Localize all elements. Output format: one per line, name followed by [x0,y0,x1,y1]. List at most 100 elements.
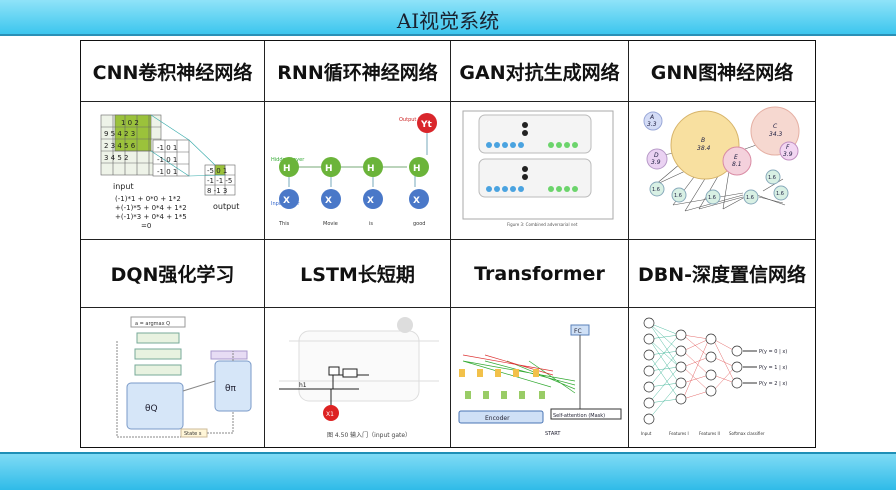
transformer-start-label: START [545,431,561,437]
dbn-layer-label: Features II [699,431,720,436]
svg-text:H: H [367,164,375,174]
svg-text:-1 0 1: -1 0 1 [157,168,177,176]
svg-text:3 4 5 2: 3 4 5 2 [104,154,129,162]
gnn-node-a-value: 3.3 [647,121,657,128]
dqn-actor-label: θπ [225,384,237,394]
svg-text:8 -1 3: 8 -1 3 [207,187,227,195]
grid-divider [81,239,815,240]
gnn-node-e-name: E [734,154,738,161]
svg-text:X: X [283,196,290,206]
gnn-node-c-name: C [773,123,778,130]
lstm-title: LSTM长短期 [265,240,450,307]
grid-divider [264,41,265,447]
rnn-word: Movie [323,221,338,227]
dqn-diagram: a = argmax Q θQ θπ State s [85,311,260,445]
svg-text:1 0 2: 1 0 2 [121,119,139,127]
lstm-diagram: h1 X1 图 4.50 输入门（input gate） [269,311,446,445]
svg-text:H: H [413,164,421,174]
transformer-fc-label: FC [574,328,582,335]
cnn-formula-line: +(-1)*5 + 0*4 + 1*2 [115,204,187,212]
svg-text:h1: h1 [299,382,307,389]
svg-text:-1 0 1: -1 0 1 [157,144,177,152]
gnn-title: GNN图神经网络 [629,41,815,101]
gnn-small-node-value: 1.6 [708,195,716,201]
cnn-diagram: 1 0 2 9 5 4 2 3 2 3 4 5 6 3 4 5 2 -1 0 1 -1… [85,105,260,233]
dbn-layer-label: Input [641,431,652,436]
grid-divider [81,101,815,102]
transformer-self-attention-label: Self-attention (Mask) [553,413,605,419]
dbn-title: DBN-深度置信网络 [629,240,815,307]
dbn-layer-label: Features I [669,431,689,436]
svg-text:X: X [367,196,374,206]
svg-text:-1 0 1: -1 0 1 [157,156,177,164]
gnn-node-d-name: D [654,152,659,159]
rnn-word: is [369,221,373,227]
cnn-title: CNN卷积神经网络 [81,41,264,101]
dqn-model-label: θQ [145,404,158,414]
svg-text:9 5 4 2 3: 9 5 4 2 3 [104,130,135,138]
rnn-output-layer-label: Output Layer [399,117,433,123]
dbn-output-label: P(y = 0 | x) [759,349,787,355]
footer-bar [0,452,896,490]
svg-text:X: X [413,196,420,206]
svg-text:H: H [283,164,291,174]
rnn-word: This [278,221,290,227]
cnn-formula-line: (-1)*1 + 0*0 + 1*2 [115,195,181,203]
grid-divider [81,307,815,308]
gnn-node-b-value: 38.4 [697,145,711,152]
gnn-node-c-value: 34.3 [769,131,783,138]
dqn-card: DQN强化学习 a = argmax Q θQ θπ State s [81,240,264,447]
transformer-card: Transformer FC Encoder Self-attention (M… [451,240,628,447]
dqn-action-label: a = argmax Q [135,321,170,327]
cnn-input-label: input [113,182,134,191]
grid-divider [450,41,451,447]
rnn-diagram: Output Layer Yt Hidden Layer Input Layer [269,105,446,233]
gnn-node-a-name: A [649,114,654,121]
transformer-encoder-label: Encoder [485,415,510,422]
lstm-caption: 图 4.50 输入门（input gate） [327,431,411,439]
dbn-diagram: P(y = 0 | x) P(y = 1 | x) P(y = 2 | x) I… [633,311,811,445]
gnn-small-node-value: 1.6 [652,187,660,193]
gan-card: GAN对抗生成网络 Figure 3: Combined adversarial… [451,41,628,239]
gnn-node-e-value: 8.1 [732,161,742,168]
dqn-state-label: State s [184,431,202,437]
gnn-small-node-value: 1.6 [776,191,784,197]
gnn-node-d-value: 3.9 [651,159,661,166]
gnn-small-node-value: 1.6 [674,193,682,199]
transformer-diagram: FC Encoder Self-attention (Mask) START [455,311,624,445]
page-title: AI视觉系统 [396,9,500,33]
dbn-output-label: P(y = 2 | x) [759,381,787,387]
grid-divider [628,41,629,447]
title-bar: AI视觉系统 [0,0,896,36]
cnn-formula-line: =0 [141,222,151,230]
svg-text:-5 0 1: -5 0 1 [207,167,227,175]
gnn-node-b-name: B [701,137,705,144]
dbn-layer-label: Softmax classifier [729,431,765,436]
cnn-output-label: output [213,202,239,211]
gan-caption: Figure 3: Combined adversarial net [507,222,578,227]
gnn-node-f-value: 3.9 [783,151,793,158]
dbn-card: DBN-深度置信网络 P(y = 0 | x) P(y = 1 [629,240,815,447]
rnn-word: good [413,221,425,227]
svg-text:2 3 4 5 6: 2 3 4 5 6 [104,142,136,150]
svg-text:X1: X1 [326,411,334,418]
svg-text:X: X [325,196,332,206]
gan-diagram: Figure 3: Combined adversarial net [455,105,624,233]
gnn-small-node-value: 1.6 [746,195,754,201]
rnn-title: RNN循环神经网络 [265,41,450,101]
gnn-diagram: A 3.3 B 38.4 C 34.3 D 3.9 E 8.1 F 3.9 1.… [633,105,811,233]
svg-text:-1 -1 -5: -1 -1 -5 [207,177,232,185]
transformer-title: Transformer [451,240,628,307]
gan-title: GAN对抗生成网络 [451,41,628,101]
svg-text:H: H [325,164,333,174]
gnn-small-node-value: 1.6 [768,175,776,181]
gnn-node-f-name: F [786,144,790,151]
cnn-formula-line: +(-1)*3 + 0*4 + 1*5 [115,213,187,221]
dqn-title: DQN强化学习 [81,240,264,307]
lstm-card: LSTM长短期 h1 X1 图 4.50 输入门（input gate） [265,240,450,447]
rnn-card: RNN循环神经网络 Output Layer Yt Hidden Layer I… [265,41,450,239]
dbn-output-label: P(y = 1 | x) [759,365,787,371]
gnn-card: GNN图神经网络 A 3.3 B 38.4 C [629,41,815,239]
